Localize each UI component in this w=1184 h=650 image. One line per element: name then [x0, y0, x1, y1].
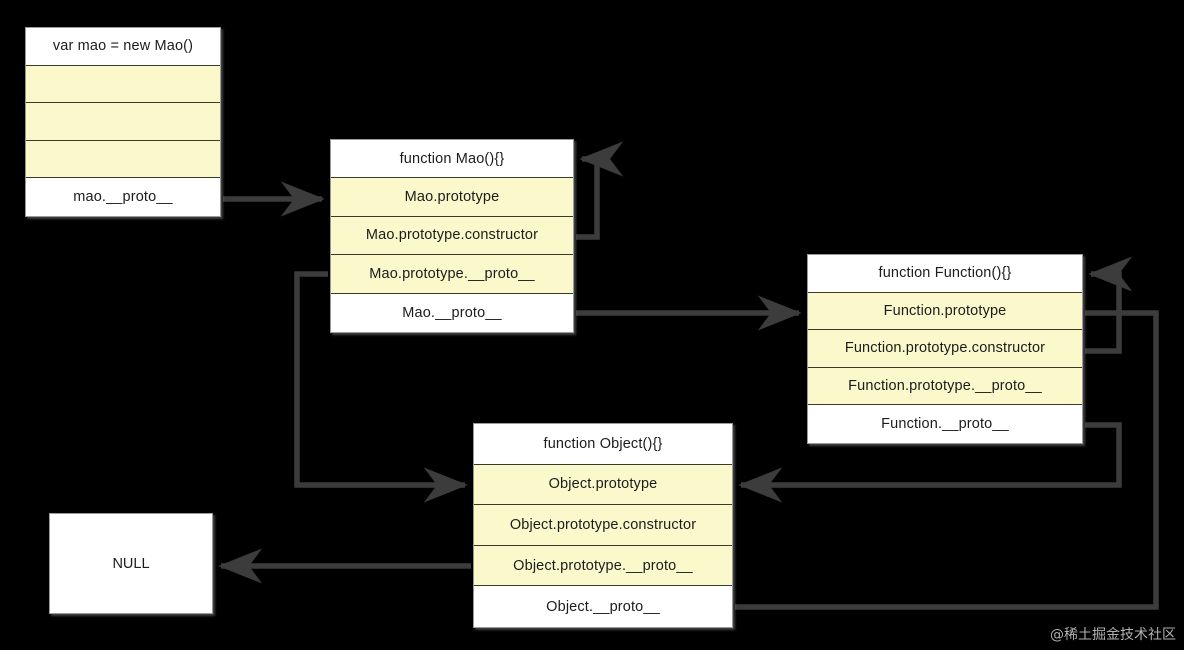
mao-instance-box[interactable]: var mao = new Mao() mao.__proto__: [25, 27, 221, 217]
function-function-box-row-0-label: function Function(){}: [878, 265, 1012, 282]
mao-instance-box-row-1[interactable]: [26, 65, 220, 104]
edge-function-prototype-to-right-bus: [1085, 310, 1159, 485]
function-object-box-row-4-label: Object.__proto__: [546, 598, 660, 615]
function-object-box-row-3[interactable]: Object.prototype.__proto__: [474, 545, 732, 587]
function-function-box-row-2-label: Function.prototype.constructor: [844, 340, 1046, 357]
function-mao-box-row-1-label: Mao.prototype: [404, 189, 500, 206]
function-mao-box-row-3[interactable]: Mao.prototype.__proto__: [331, 255, 573, 294]
function-function-box-row-4[interactable]: Function.__proto__: [808, 405, 1082, 443]
null-label: NULL: [112, 555, 150, 572]
mao-instance-box-row-0[interactable]: var mao = new Mao(): [26, 28, 220, 66]
function-object-box-row-4[interactable]: Object.__proto__: [474, 586, 732, 627]
edge-mao-prototype-proto-to-object-prototype: [294, 271, 468, 503]
function-function-box-row-3-label: Function.prototype.__proto__: [848, 378, 1042, 395]
mao-instance-box-row-0-label: var mao = new Mao(): [52, 38, 194, 55]
function-object-box-row-0-label: function Object(){}: [543, 435, 663, 452]
null-box[interactable]: NULL: [49, 513, 213, 614]
function-object-box-row-2[interactable]: Object.prototype.constructor: [474, 505, 732, 546]
function-function-box-row-0[interactable]: function Function(){}: [808, 255, 1082, 293]
function-function-box-row-2[interactable]: Function.prototype.constructor: [808, 330, 1082, 368]
watermark: @稀土掘金技术社区: [1050, 627, 1176, 643]
function-function-box-row-1[interactable]: Function.prototype: [808, 292, 1082, 331]
function-function-box-row-1-label: Function.prototype: [883, 302, 1007, 319]
function-mao-box-row-2-label: Mao.prototype.constructor: [365, 227, 539, 244]
mao-instance-box-row-3[interactable]: [26, 140, 220, 179]
function-object-box-row-3-label: Object.prototype.__proto__: [513, 557, 693, 574]
edge-function-proto-to-object-prototype: [738, 422, 1122, 503]
function-mao-box-row-2[interactable]: Mao.prototype.constructor: [331, 216, 573, 256]
function-object-box-row-0[interactable]: function Object(){}: [474, 424, 732, 465]
function-mao-box-row-0-label: function Mao(){}: [399, 150, 505, 167]
function-mao-box-row-1[interactable]: Mao.prototype: [331, 178, 573, 217]
mao-instance-box-row-4-label: mao.__proto__: [73, 189, 173, 206]
function-object-box-row-2-label: Object.prototype.constructor: [509, 516, 697, 533]
mao-instance-box-row-2[interactable]: [26, 103, 220, 141]
function-mao-box-row-0[interactable]: function Mao(){}: [331, 140, 573, 179]
edge-mao-constructor-to-mao-function: [576, 141, 624, 240]
function-function-box-row-4-label: Function.__proto__: [881, 416, 1009, 433]
edge-object-proto-to-right-bus: [735, 485, 1159, 610]
mao-instance-box-row-4[interactable]: mao.__proto__: [26, 178, 220, 216]
function-object-box-row-1[interactable]: Object.prototype: [474, 464, 732, 506]
function-object-box-row-1-label: Object.prototype: [548, 476, 658, 493]
function-mao-box-row-4[interactable]: Mao.__proto__: [331, 293, 573, 332]
function-function-box-row-3[interactable]: Function.prototype.__proto__: [808, 367, 1082, 406]
function-mao-box-row-4-label: Mao.__proto__: [402, 304, 502, 321]
function-mao-box-row-3-label: Mao.prototype.__proto__: [369, 265, 535, 282]
